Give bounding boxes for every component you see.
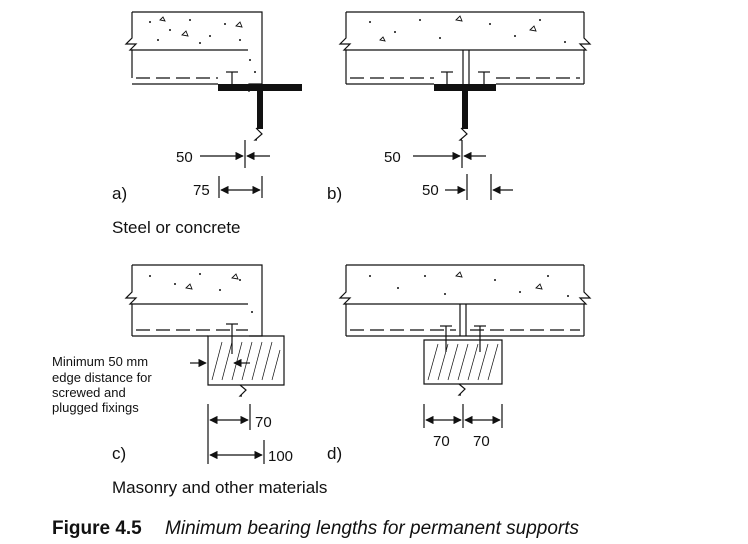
panel-b-dim1: 50	[384, 149, 401, 166]
panel-c-dim1: 70	[255, 414, 272, 431]
panel-d-drawing	[338, 264, 592, 428]
masonry-hatch-c	[211, 341, 281, 381]
group-label-top: Steel or concrete	[112, 218, 241, 237]
concrete-speckle-a	[149, 16, 256, 73]
panel-a-label: a)	[112, 184, 127, 203]
edge-distance-note: Minimum 50 mm edge distance for screwed …	[52, 354, 155, 415]
note-line-1: Minimum 50 mm	[52, 354, 148, 369]
panel-b-dim2: 50	[422, 182, 439, 199]
panel-d-dim2: 70	[473, 433, 490, 450]
panel-a-dim2: 75	[193, 182, 210, 199]
figure-caption: Figure 4.5 Minimum bearing lengths for p…	[52, 518, 580, 539]
caption-title: Minimum bearing lengths for permanent su…	[165, 518, 579, 539]
panel-a-drawing	[124, 11, 302, 198]
concrete-speckle-d	[369, 271, 569, 297]
group-label-bottom: Masonry and other materials	[112, 478, 327, 497]
caption-number: Figure 4.5	[52, 518, 142, 539]
panel-c-drawing	[124, 264, 285, 464]
panel-c-label: c)	[112, 444, 126, 463]
concrete-speckle-b	[369, 15, 566, 43]
panel-d-label: d)	[327, 444, 342, 463]
panel-b-label: b)	[327, 184, 342, 203]
note-line-2: edge distance for	[52, 370, 152, 385]
note-line-3: screwed and	[52, 385, 126, 400]
panel-a-dim1: 50	[176, 149, 193, 166]
note-line-4: plugged fixings	[52, 400, 139, 415]
panel-c-dim2: 100	[268, 448, 293, 465]
panel-d-dim1: 70	[433, 433, 450, 450]
concrete-speckle-c	[149, 273, 253, 313]
masonry-hatch-d	[427, 343, 499, 381]
panel-b-drawing	[338, 11, 592, 200]
